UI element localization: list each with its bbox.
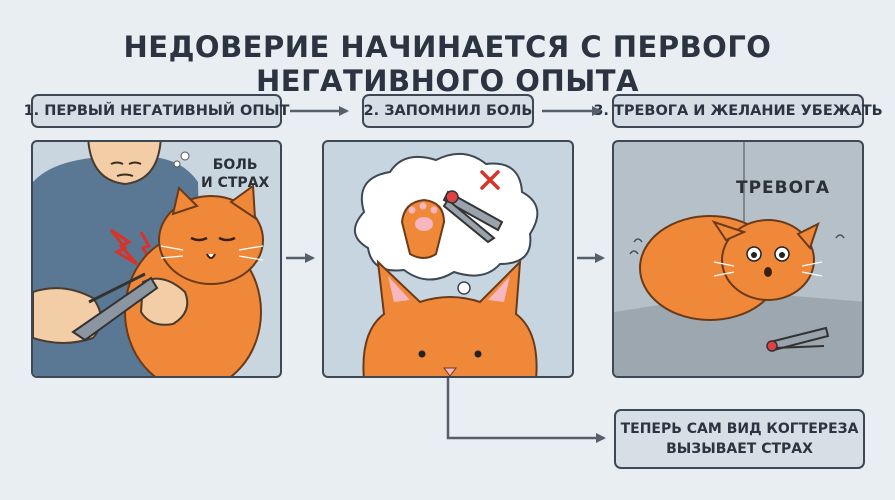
thought-cloud <box>354 153 539 309</box>
panel-remembered-pain <box>322 140 574 378</box>
panel-negative-experience: БОЛЬ И СТРАХ <box>31 140 282 378</box>
caption-line-1: БОЛЬ <box>212 157 258 173</box>
result-box: ТЕПЕРЬ САМ ВИД КОГТЕРЕЗА ВЫЗЫВАЕТ СТРАХ <box>614 409 865 469</box>
page-title: НЕДОВЕРИЕ НАЧИНАЕТСЯ С ПЕРВОГО НЕГАТИВНО… <box>123 30 772 98</box>
step-1-label: 1. ПЕРВЫЙ НЕГАТИВНЫЙ ОПЫТ <box>24 94 289 128</box>
panel-anxiety: ТРЕВОГА <box>612 140 864 378</box>
cat-head <box>362 259 538 376</box>
panel3-illustration <box>614 142 862 376</box>
panel2-illustration <box>354 153 539 376</box>
elbow-arrow <box>446 372 606 443</box>
nail-clipper-icon <box>442 190 504 244</box>
paw-icon <box>400 198 446 259</box>
step-3-label: 3. ТРЕВОГА И ЖЕЛАНИЕ УБЕЖАТЬ <box>593 94 883 128</box>
step-2-label: 2. ЗАПОМНИЛ БОЛЬ <box>362 94 534 128</box>
red-x-icon <box>480 170 500 190</box>
nail-clipper-icon <box>71 272 159 342</box>
caption-line-2: И СТРАХ <box>201 175 270 191</box>
anxiety-wall-text: ТРЕВОГА <box>736 178 831 198</box>
scared-cat <box>639 215 823 321</box>
panel1-illustration <box>33 142 264 376</box>
nail-clipper-icon <box>766 326 830 352</box>
result-line-1: ТЕПЕРЬ САМ ВИД КОГТЕРЕЗА <box>620 421 859 437</box>
result-line-2: ВЫЗЫВАЕТ СТРАХ <box>666 441 813 457</box>
pain-fear-caption: БОЛЬ И СТРАХ <box>201 156 269 192</box>
